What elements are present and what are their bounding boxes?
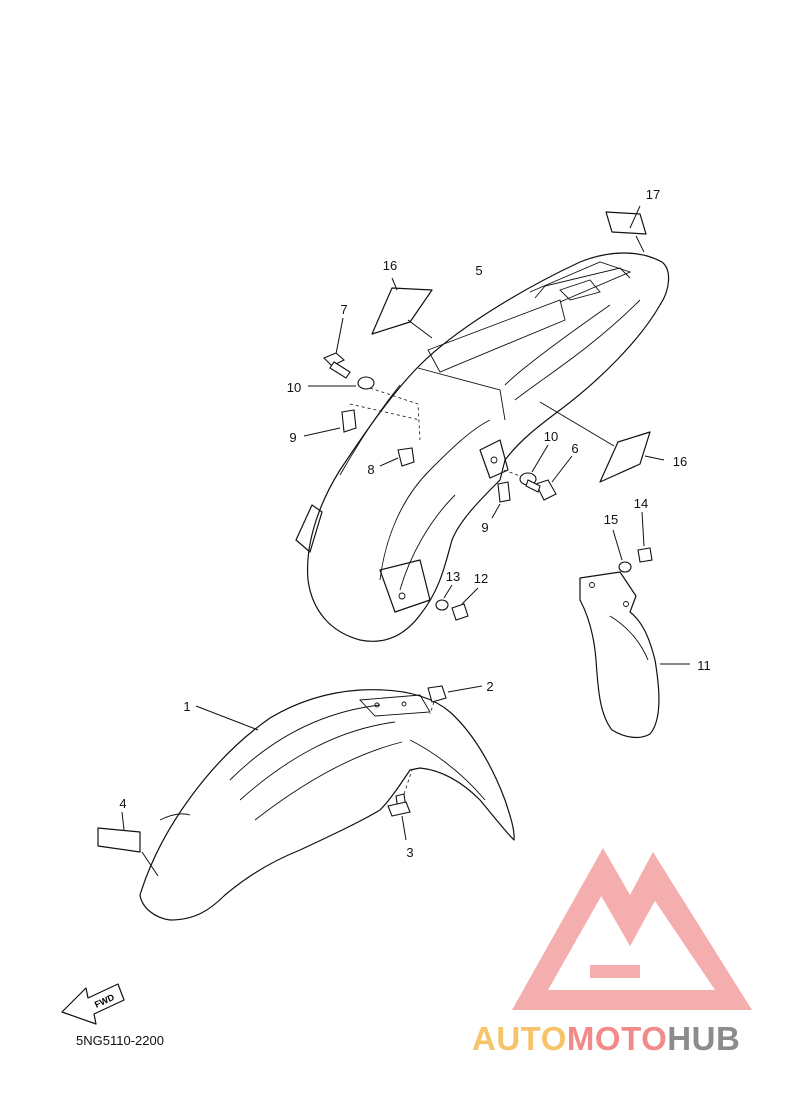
callout-17: 17 <box>646 187 660 202</box>
watermark-auto: AUTO <box>472 1020 567 1057</box>
watermark-moto: MOTO <box>566 1020 668 1057</box>
callout-3: 3 <box>406 845 413 860</box>
part-9-nut-left <box>303 403 421 437</box>
part-10-collar-top <box>308 376 421 441</box>
part-14-bolt <box>637 511 653 563</box>
callout-10-right: 10 <box>544 429 558 444</box>
watermark-logo <box>512 848 752 1010</box>
callout-11: 11 <box>697 658 711 673</box>
part-2-nut <box>427 685 483 715</box>
part-1-front-fender <box>139 689 515 921</box>
part-11-flap <box>579 571 690 739</box>
callout-7: 7 <box>340 302 347 317</box>
callout-9-left: 9 <box>289 430 296 445</box>
callout-4: 4 <box>119 796 126 811</box>
part-13-washer <box>435 584 453 611</box>
callout-10-top: 10 <box>287 380 301 395</box>
callout-14: 14 <box>634 496 648 511</box>
part-16-decal-left <box>371 277 433 339</box>
part-code: 5NG5110-2200 <box>76 1033 164 1048</box>
part-6-bolt <box>525 455 573 501</box>
callout-5: 5 <box>475 263 482 278</box>
callout-8: 8 <box>367 462 374 477</box>
part-16-decal-right <box>539 401 665 483</box>
part-5-rear-fender <box>295 252 670 642</box>
callout-1: 1 <box>183 699 190 714</box>
callout-2: 2 <box>486 679 493 694</box>
part-17-emblem <box>605 205 647 253</box>
callout-12: 12 <box>474 571 488 586</box>
watermark-hub: HUB <box>667 1020 741 1057</box>
watermark-text: AUTOMOTOHUB <box>472 1020 740 1058</box>
callout-16-left: 16 <box>383 258 397 273</box>
part-12-bolt <box>451 587 479 621</box>
fwd-arrow-icon: FWD <box>61 983 125 1025</box>
callout-15: 15 <box>604 512 618 527</box>
part-4-decal <box>97 811 159 877</box>
part-10-collar-right <box>503 444 549 486</box>
part-7-bolt <box>323 317 351 379</box>
part-8-grommet <box>379 447 415 467</box>
callout-6: 6 <box>571 441 578 456</box>
callout-16-right: 16 <box>673 454 687 469</box>
part-15-washer <box>612 529 632 573</box>
callout-13: 13 <box>446 569 460 584</box>
callout-9-right: 9 <box>481 520 488 535</box>
part-3-bolt <box>387 769 413 841</box>
part-9-nut-right <box>491 481 511 519</box>
